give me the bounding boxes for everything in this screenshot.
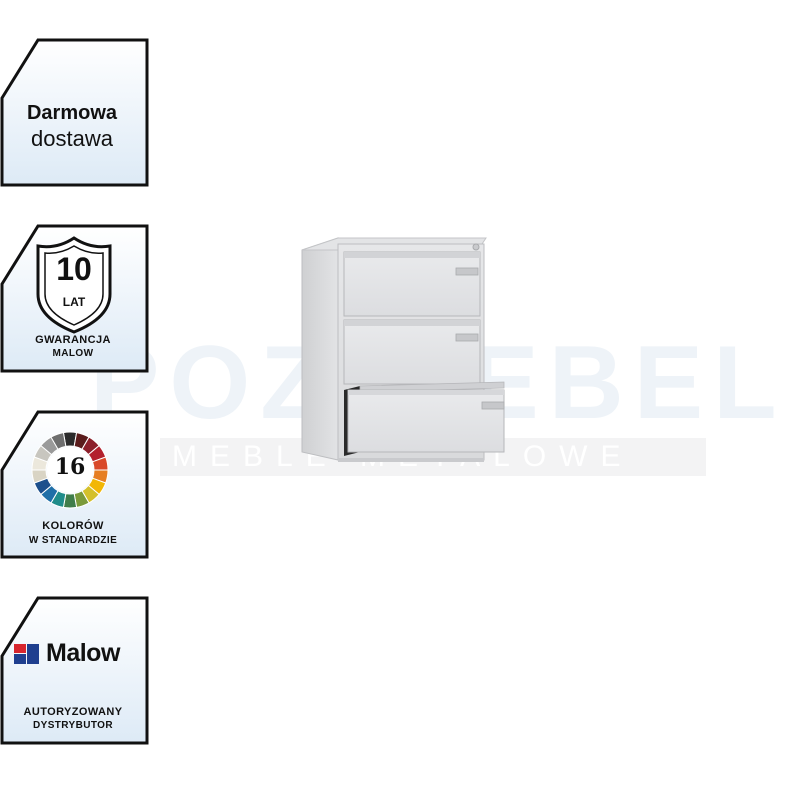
- colors-badge: 16 KOLORÓW W STANDARDZIE: [0, 410, 150, 560]
- distributor-subtitle: DYSTRYBUTOR: [33, 720, 113, 731]
- delivery-title: Darmowa: [26, 102, 118, 124]
- badge-frame: [0, 596, 149, 745]
- filing-cabinet-image: [301, 237, 505, 462]
- colors-title: KOLORÓW: [42, 520, 104, 532]
- color-swatch: [50, 431, 67, 450]
- badge-frame: [0, 38, 149, 187]
- distributor-title: AUTORYZOWANY: [23, 706, 123, 718]
- malow-logo-icon: [14, 644, 39, 664]
- warranty-number: 10: [56, 251, 92, 287]
- warranty-brand: MALOW: [52, 348, 94, 359]
- distributor-badge: Malow AUTORYZOWANY DYSTRYBUTOR: [0, 596, 150, 746]
- color-wheel-icon: [31, 431, 109, 509]
- free-delivery-badge: Darmowa dostawa: [0, 38, 150, 188]
- badge-frame: 10 LAT: [0, 224, 149, 373]
- malow-brand: Malow: [46, 639, 120, 667]
- delivery-subtitle: dostawa: [31, 126, 113, 151]
- shield-icon: [36, 236, 112, 334]
- warranty-unit: LAT: [63, 295, 86, 309]
- colors-count: 16: [54, 454, 86, 480]
- colors-subtitle: W STANDARDZIE: [28, 535, 118, 546]
- warranty-badge: 10 LAT GWARANCJA MALOW: [0, 224, 150, 374]
- badge-frame: [0, 410, 149, 559]
- warranty-title: GWARANCJA: [35, 334, 111, 346]
